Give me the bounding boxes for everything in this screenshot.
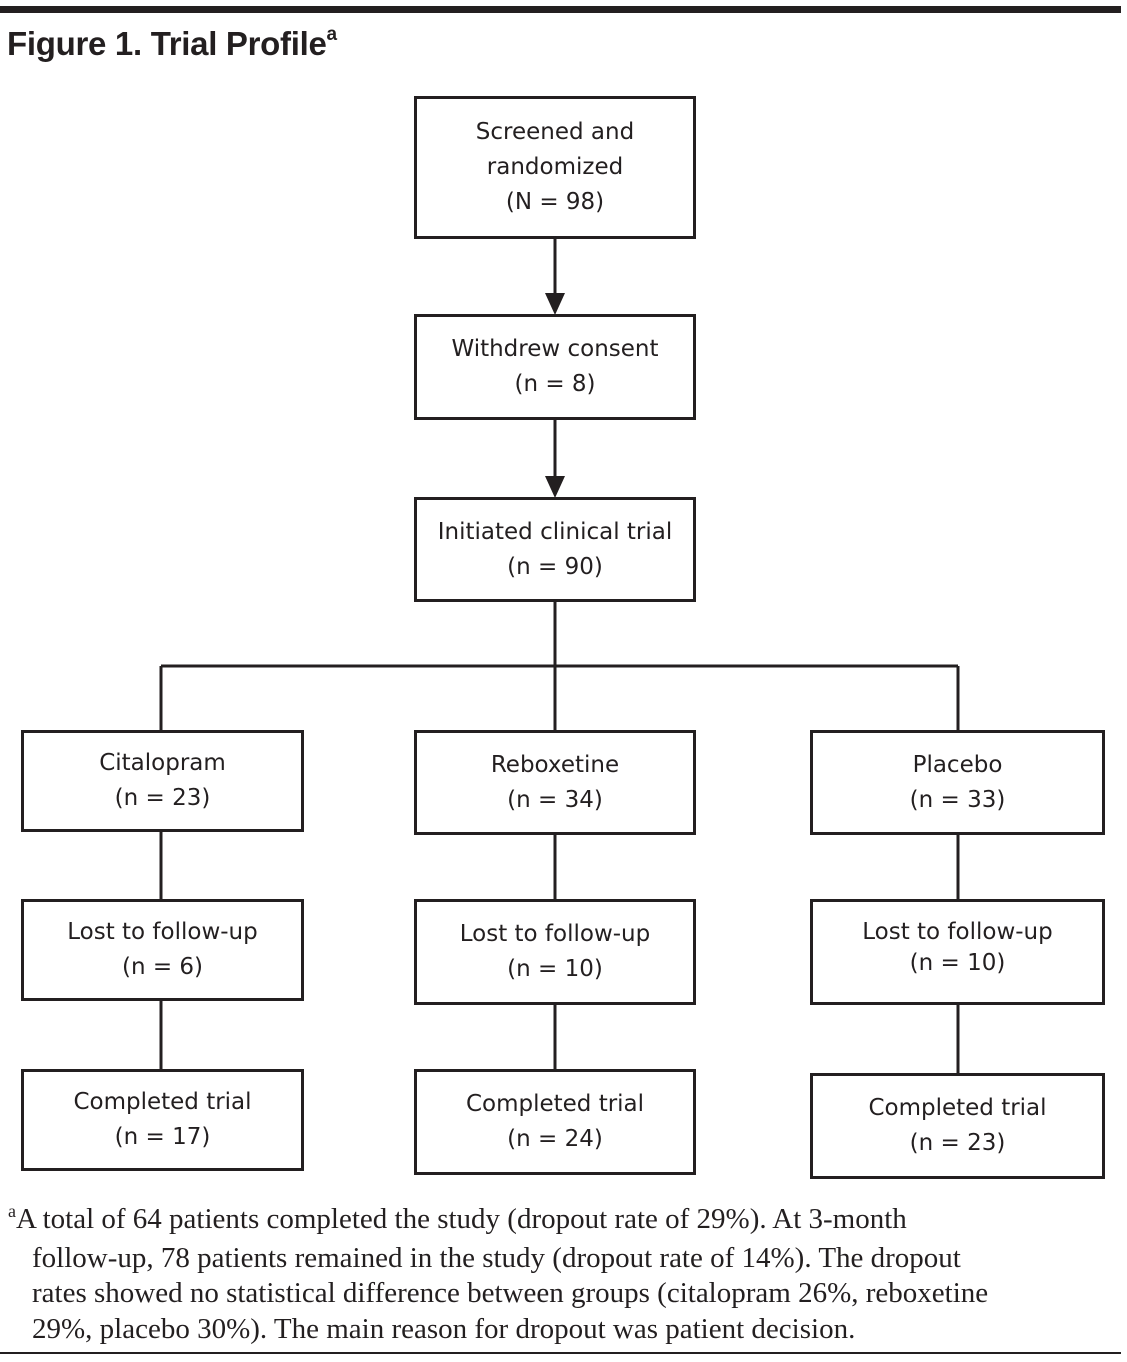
placebo-lost-label: Lost to follow-up bbox=[862, 919, 1053, 945]
reboxetine-lost-box: Lost to follow-up (n = 10) bbox=[414, 899, 696, 1005]
reboxetine-box: Reboxetine (n = 34) bbox=[414, 730, 696, 835]
screened-box: Screened and randomized (N = 98) bbox=[414, 96, 696, 239]
placebo-lost-count: (n = 10) bbox=[909, 950, 1006, 976]
placebo-completed-box: Completed trial (n = 23) bbox=[810, 1073, 1105, 1179]
arrowhead-to-withdrew bbox=[545, 293, 565, 315]
citalopram-count: (n = 23) bbox=[114, 785, 211, 811]
citalopram-lost-label: Lost to follow-up bbox=[67, 919, 258, 945]
reboxetine-lost-label: Lost to follow-up bbox=[459, 921, 651, 947]
screened-count: (N = 98) bbox=[505, 189, 605, 215]
figure-title: Figure 1. Trial Profilea bbox=[7, 22, 337, 72]
reboxetine-count: (n = 34) bbox=[507, 786, 603, 813]
figure-title-text: Figure 1. Trial Profile bbox=[7, 25, 327, 62]
screened-label-line-2: randomized bbox=[486, 154, 624, 180]
withdrew-label: Withdrew consent bbox=[451, 336, 659, 362]
reboxetine-completed-box: Completed trial (n = 24) bbox=[414, 1069, 696, 1175]
citalopram-box: Citalopram (n = 23) bbox=[21, 730, 304, 832]
placebo-box: Placebo (n = 33) bbox=[810, 730, 1105, 835]
reboxetine-completed-count: (n = 24) bbox=[507, 1126, 603, 1152]
footnote-line-2: follow-up, 78 patients remained in the s… bbox=[32, 1241, 961, 1274]
citalopram-label: Citalopram bbox=[99, 750, 226, 776]
placebo-lost-box: Lost to follow-up (n = 10) bbox=[810, 899, 1105, 1005]
reboxetine-label: Reboxetine bbox=[490, 751, 620, 778]
placebo-completed-count: (n = 23) bbox=[909, 1130, 1006, 1156]
citalopram-lost-box: Lost to follow-up (n = 6) bbox=[21, 899, 304, 1001]
figure-title-superscript: a bbox=[326, 24, 338, 45]
reboxetine-lost-count: (n = 10) bbox=[507, 956, 603, 982]
placebo-label: Placebo bbox=[912, 751, 1003, 778]
footnote-line-4: 29%, placebo 30%). The main reason for d… bbox=[32, 1312, 856, 1345]
withdrew-count: (n = 8) bbox=[514, 371, 596, 397]
reboxetine-completed-label: Completed trial bbox=[465, 1091, 645, 1117]
placebo-count: (n = 33) bbox=[909, 786, 1006, 813]
citalopram-completed-label: Completed trial bbox=[73, 1089, 252, 1115]
withdrew-box: Withdrew consent (n = 8) bbox=[414, 314, 696, 420]
top-rule bbox=[0, 6, 1121, 13]
citalopram-completed-box: Completed trial (n = 17) bbox=[21, 1069, 304, 1171]
placebo-completed-label: Completed trial bbox=[868, 1095, 1047, 1121]
initiated-count: (n = 90) bbox=[507, 553, 603, 580]
bottom-rule bbox=[0, 1352, 1121, 1354]
footnote-marker: a bbox=[8, 1201, 16, 1221]
footnote-line-3: rates showed no statistical difference b… bbox=[32, 1277, 989, 1309]
arrowhead-to-initiated bbox=[545, 476, 565, 498]
footnote: aA total of 64 patients completed the st… bbox=[8, 1201, 1121, 1347]
footnote-line-1: aA total of 64 patients completed the st… bbox=[8, 1201, 1121, 1241]
initiated-label: Initiated clinical trial bbox=[437, 518, 673, 545]
citalopram-completed-count: (n = 17) bbox=[114, 1124, 211, 1150]
citalopram-lost-count: (n = 6) bbox=[121, 954, 204, 980]
screened-label-line-1: Screened and bbox=[475, 119, 635, 145]
initiated-box: Initiated clinical trial (n = 90) bbox=[414, 497, 696, 602]
footnote-line-1-text: A total of 64 patients completed the stu… bbox=[16, 1203, 907, 1235]
